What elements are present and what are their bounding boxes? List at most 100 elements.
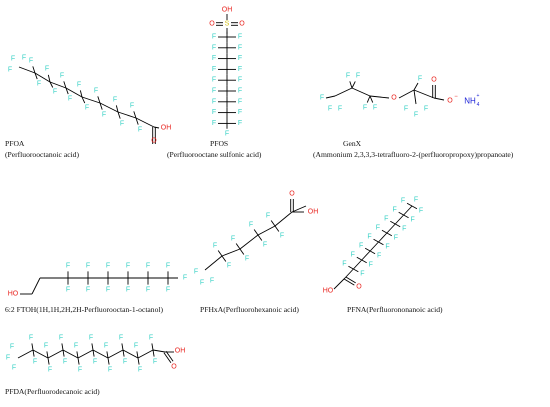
oxygen-atom: O — [289, 191, 295, 198]
fluorine-atom: F — [369, 262, 373, 269]
c-f-bond — [61, 343, 64, 351]
bond — [81, 96, 101, 104]
fluorine-atom: F — [120, 121, 124, 128]
fluorine-atom: F — [66, 263, 70, 270]
c-f-bond — [63, 81, 67, 89]
fluorine-atom: F — [93, 359, 97, 366]
fluorine-atom: F — [377, 253, 381, 260]
pfna-label: PFNA(Perfluorononanoic acid) — [347, 305, 443, 314]
fluorine-atom: F — [104, 343, 108, 350]
c-f-bond — [46, 351, 49, 359]
hydroxyl-group: OH — [222, 7, 233, 14]
fluorine-atom: F — [363, 105, 367, 112]
fluorine-atom: F — [263, 242, 267, 249]
c-f-bond — [121, 343, 124, 351]
fluorine-atom: F — [238, 44, 242, 51]
c-f-bond — [366, 95, 371, 103]
bond — [413, 89, 435, 99]
bond — [239, 234, 259, 250]
c-c-bond — [403, 205, 413, 216]
oxygen-atom: O — [209, 21, 215, 28]
fluorine-atom: F — [11, 56, 15, 63]
bond — [99, 102, 119, 113]
fluorine-atom: F — [138, 127, 142, 134]
fluorine-atom: F — [113, 97, 117, 104]
c-f-bond — [47, 357, 50, 365]
fluorine-atom: F — [384, 216, 388, 223]
c-f-bond — [31, 343, 34, 351]
c-f-bond — [274, 225, 280, 232]
carbonyl-bond — [345, 276, 356, 284]
bond — [257, 225, 276, 236]
fluorine-atom: F — [74, 343, 78, 350]
fluorine-atom: F — [367, 234, 371, 241]
fluorine-atom: F — [424, 106, 428, 113]
c-f-bond — [107, 357, 110, 365]
c-f-bond — [135, 117, 139, 125]
fluorine-atom: F — [238, 77, 242, 84]
fluorine-atom: F — [212, 34, 216, 41]
fluorine-atom: F — [356, 73, 360, 80]
fluorine-atom: F — [108, 367, 112, 374]
c-f-bond — [369, 95, 374, 103]
hydroxyl-group: OH — [161, 125, 172, 132]
fluorine-atom: F — [418, 76, 422, 83]
fluorine-atom: F — [213, 243, 217, 250]
bond — [49, 81, 67, 89]
fluorine-atom: F — [351, 252, 355, 259]
c-f-bond — [76, 351, 79, 359]
ammonium-ion: NH — [464, 97, 476, 106]
fluorine-atom: F — [212, 88, 216, 95]
fluorine-atom: F — [414, 112, 418, 119]
c-f-bond — [386, 232, 393, 237]
c-f-bond — [395, 223, 401, 228]
c-f-bond — [34, 72, 38, 80]
fluorine-atom: F — [410, 217, 414, 224]
fluorine-atom: F — [200, 280, 204, 287]
fluorine-atom: F — [212, 109, 216, 116]
fluorine-atom: F — [266, 213, 270, 220]
ammonium-charge: + — [477, 93, 480, 99]
fluorine-atom: F — [45, 66, 49, 73]
c-o-bond — [433, 97, 445, 101]
fluorine-atom: F — [227, 263, 231, 270]
fluorine-atom: F — [320, 95, 324, 102]
c-f-bond — [353, 268, 359, 273]
oxygen-atom: O — [239, 21, 245, 28]
bond — [369, 95, 390, 99]
c-f-bond — [65, 87, 69, 95]
carbonyl-bond — [163, 352, 172, 364]
fluorine-atom: F — [138, 367, 142, 374]
c-f-bond — [361, 259, 367, 264]
fluorine-atom: F — [373, 105, 377, 112]
fluorine-atom: F — [53, 89, 57, 96]
bond — [334, 87, 353, 97]
fluorine-atom: F — [94, 88, 98, 95]
fluorine-atom: F — [385, 244, 389, 251]
carbonyl-bond — [344, 278, 355, 286]
c-f-bond — [403, 214, 409, 219]
bond — [17, 349, 34, 359]
ftoh-label: 6:2 FTOH(1H,1H,2H,2H-Perfluorooctan-1-oc… — [5, 305, 164, 314]
fluorine-atom: F — [402, 226, 406, 233]
fluorine-atom: F — [392, 207, 396, 214]
c-f-bond — [351, 81, 356, 89]
c-f-bond — [364, 247, 371, 252]
fluorine-atom: F — [238, 34, 242, 41]
fluorine-atom: F — [146, 287, 150, 294]
c-c-bond — [361, 250, 371, 261]
bond — [18, 66, 36, 74]
hydroxyl-group: HO — [8, 291, 19, 298]
c-f-bond — [369, 250, 376, 255]
c-f-bond — [137, 357, 140, 365]
c-f-bond — [47, 74, 51, 83]
c-c-bond — [413, 89, 417, 105]
c-f-bond — [62, 349, 65, 357]
genx-full-name: (Ammonium 2,3,3,3-tetrafluoro-2-(perfluo… — [313, 150, 514, 159]
fluorine-atom: F — [238, 88, 242, 95]
c-f-bond — [32, 349, 35, 357]
c-c-bond — [394, 214, 404, 225]
